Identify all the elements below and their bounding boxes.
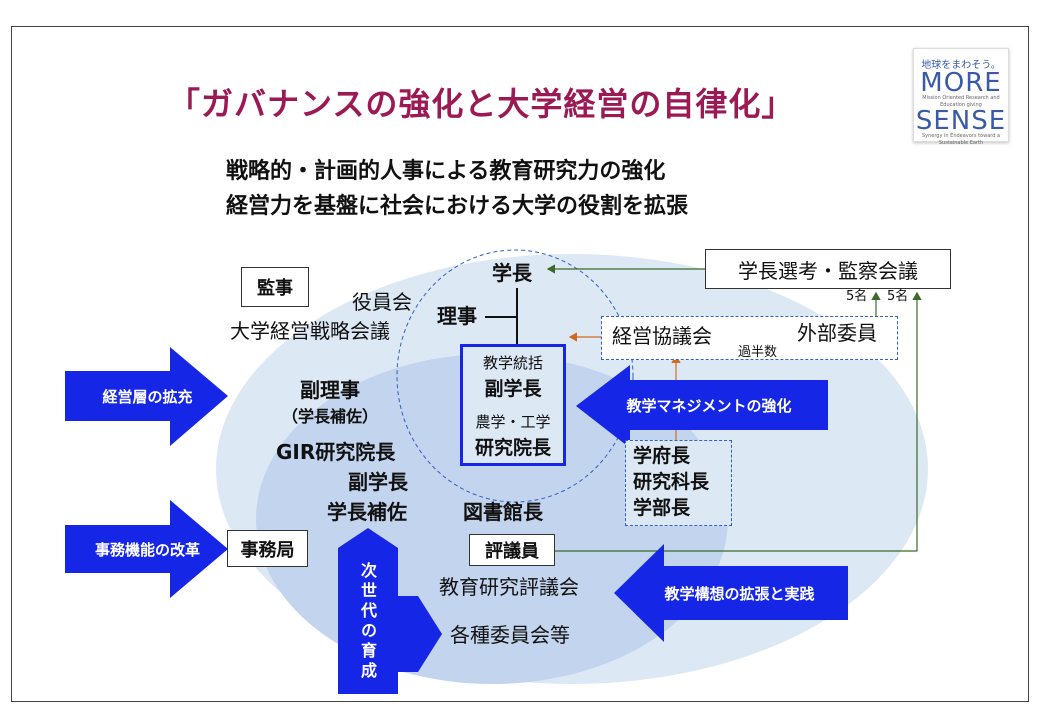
vice-president-label: 副学長 [348, 470, 408, 494]
vice-director-sub-label: （学長補佐） [282, 407, 379, 426]
five-members-a: 5名 [846, 289, 868, 304]
vice-director-label: 副理事 [300, 378, 360, 402]
deans-group: 学府長 研究科長 学部長 [625, 440, 732, 526]
directors-label: 理事 [437, 304, 477, 328]
agri-eng-label: 農学・工学 [475, 413, 551, 431]
more-sense-logo: 地球をまわそう。 MORE Mission Oriented Research … [913, 48, 1009, 146]
selection-council-box: 学長選考・監察会議 [705, 249, 951, 289]
research-dean-label: 研究院長 [474, 437, 551, 459]
five-members-b: 5名 [887, 289, 909, 304]
edu-vision-arrow [614, 544, 848, 642]
admin-reform-label: 事務機能の改革 [94, 540, 200, 559]
edu-mgmt-arrow [576, 365, 828, 448]
page-title: 「ガバナンスの強化と大学経営の自律化」 [168, 85, 795, 123]
board-label: 役員会 [352, 290, 412, 314]
mgmt-council-label: 経営協議会 [612, 324, 712, 348]
external-members-label: 外部委員 [797, 321, 877, 345]
library-label: 図書館長 [463, 500, 543, 524]
mgmt-expand-label: 経営層の拡充 [102, 387, 193, 406]
dean-gakubu: 学部長 [633, 497, 691, 519]
councilor-box: 評議員 [469, 534, 555, 566]
edu-council-label: 教育研究評議会 [439, 575, 579, 599]
core-dashed-circle [396, 249, 634, 503]
committees-label: 各種委員会等 [450, 623, 570, 647]
mgmt-council-group [601, 316, 898, 360]
majority-label: 過半数 [738, 345, 778, 360]
admin-reform-arrow [65, 500, 228, 598]
strategy-council-label: 大学経営戦略会議 [230, 319, 390, 343]
secretariat-box: 事務局 [227, 530, 308, 567]
president-label: 学長 [492, 261, 532, 285]
auditor-box: 監事 [241, 267, 309, 307]
edu-vision-label: 教学構想の拡張と実践 [664, 584, 815, 603]
mgmt-expand-arrow [65, 347, 228, 446]
next-gen-arrow [338, 528, 442, 694]
edu-vice-label: 副学長 [484, 378, 542, 400]
president-assistant-label: 学長補佐 [327, 500, 407, 524]
dean-gakufu: 学府長 [633, 445, 691, 467]
councilor-to-selection-line [555, 291, 922, 552]
slide-frame [11, 26, 1029, 702]
edu-lead-box: 教学統括 副学長 農学・工学 研究院長 [460, 344, 566, 466]
edu-unify-label: 教学統括 [482, 354, 543, 372]
subtitle-line-2: 経営力を基盤に社会における大学の役割を拡張 [226, 194, 689, 219]
subtitle-line-1: 戦略的・計画的人事による教育研究力の強化 [226, 159, 666, 184]
dean-kenkyuka: 研究科長 [633, 471, 710, 493]
gir-dean-label: GIR研究院長 [276, 440, 396, 464]
edu-mgmt-label: 教学マネジメントの強化 [626, 396, 792, 415]
next-gen-label: 次世代の育成 [358, 562, 377, 682]
